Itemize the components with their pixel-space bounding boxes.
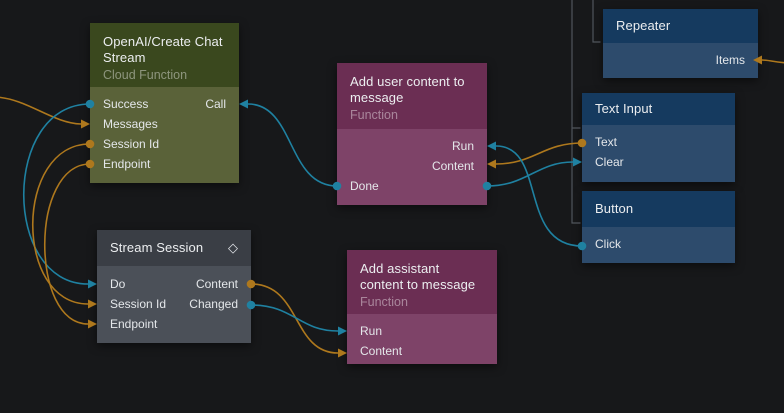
port-row[interactable]: Endpoint bbox=[97, 314, 251, 334]
port-row[interactable]: Do Content bbox=[97, 274, 251, 294]
arrowhead-assistant-run-icon bbox=[338, 326, 347, 336]
port-row[interactable]: Session Id Changed bbox=[97, 294, 251, 314]
arrowhead-do-icon bbox=[88, 279, 97, 289]
arrowhead-clear-icon bbox=[573, 157, 582, 167]
node-body: Success Call Messages Session Id Endpoin… bbox=[90, 87, 239, 183]
node-subtitle: Function bbox=[350, 108, 398, 122]
connection-offscreen-to-messages[interactable] bbox=[0, 96, 82, 125]
connection-success-to-do[interactable] bbox=[23, 103, 91, 285]
connection-endpoint-to-endpoint[interactable] bbox=[44, 163, 91, 325]
port-row[interactable]: Run bbox=[347, 321, 497, 341]
port-row[interactable]: Content bbox=[337, 156, 487, 176]
node-subtitle: Function bbox=[360, 295, 408, 309]
arrowhead-run-icon bbox=[487, 141, 496, 151]
port-clear[interactable]: Clear bbox=[595, 155, 624, 169]
node-header[interactable]: Text Input bbox=[582, 93, 735, 125]
node-header[interactable]: Repeater bbox=[603, 9, 758, 43]
port-row[interactable]: Text bbox=[582, 132, 735, 152]
port-row[interactable]: Messages bbox=[90, 114, 239, 134]
connection-streamcontent-to-content[interactable] bbox=[250, 283, 339, 354]
node-repeater[interactable]: Repeater Items bbox=[603, 9, 758, 78]
port-call[interactable]: Call bbox=[205, 97, 226, 111]
arrowhead-session-id-icon bbox=[88, 299, 97, 309]
node-title: Text Input bbox=[595, 101, 653, 116]
port-text[interactable]: Text bbox=[595, 135, 618, 149]
node-button[interactable]: Button Click bbox=[582, 191, 735, 263]
arrowhead-call-icon bbox=[239, 99, 248, 109]
port-items[interactable]: Items bbox=[715, 53, 745, 67]
port-session-id[interactable]: Session Id bbox=[110, 297, 167, 311]
port-run[interactable]: Run bbox=[451, 139, 474, 153]
port-do[interactable]: Do bbox=[110, 277, 126, 291]
node-title: Stream Session bbox=[110, 240, 204, 255]
port-row[interactable]: Items bbox=[603, 50, 758, 70]
node-header[interactable]: Add assistant content to message Functio… bbox=[347, 250, 497, 314]
port-content[interactable]: Content bbox=[195, 277, 238, 291]
port-session-id[interactable]: Session Id bbox=[103, 137, 160, 151]
hierarchy-line-repeater bbox=[592, 0, 601, 43]
node-title: Button bbox=[595, 201, 634, 216]
node-header[interactable]: Button bbox=[582, 191, 735, 227]
port-row[interactable]: Content bbox=[347, 341, 497, 361]
port-done[interactable]: Done bbox=[350, 179, 379, 193]
connection-done-to-call[interactable] bbox=[247, 103, 338, 187]
port-endpoint[interactable]: Endpoint bbox=[110, 317, 158, 331]
port-click[interactable]: Click bbox=[595, 237, 621, 251]
port-content[interactable]: Content bbox=[431, 159, 474, 173]
node-title: Add user content to message bbox=[350, 74, 465, 105]
port-messages[interactable]: Messages bbox=[103, 117, 158, 131]
node-title: Add assistant content to message bbox=[360, 261, 476, 292]
arrowhead-content-icon bbox=[487, 159, 496, 169]
node-header[interactable]: Stream Session ◇ bbox=[97, 230, 251, 266]
connection-sessionid-to-sessionid[interactable] bbox=[31, 143, 91, 305]
node-add-assistant-content-to-message[interactable]: Add assistant content to message Functio… bbox=[347, 250, 497, 364]
connection-done-to-clear[interactable] bbox=[486, 161, 574, 187]
node-body: Text Clear bbox=[582, 125, 735, 182]
node-title: OpenAI/Create Chat Stream bbox=[103, 34, 223, 65]
node-body: Run Content Done bbox=[337, 129, 487, 205]
connection-offscreen-to-items[interactable] bbox=[761, 59, 784, 64]
port-changed[interactable]: Changed bbox=[189, 297, 238, 311]
node-stream-session[interactable]: Stream Session ◇ Do Content Session Id C… bbox=[97, 230, 251, 343]
node-header[interactable]: OpenAI/Create Chat Stream Cloud Function bbox=[90, 23, 239, 87]
node-subtitle: Cloud Function bbox=[103, 68, 188, 82]
node-text-input[interactable]: Text Input Text Clear bbox=[582, 93, 735, 182]
port-row[interactable]: Endpoint bbox=[90, 154, 239, 174]
node-body: Items bbox=[603, 43, 758, 78]
port-content[interactable]: Content bbox=[360, 344, 403, 358]
arrowhead-assistant-content-icon bbox=[338, 348, 347, 358]
port-run[interactable]: Run bbox=[360, 324, 383, 338]
node-body: Do Content Session Id Changed Endpoint bbox=[97, 266, 251, 343]
node-add-user-content-to-message[interactable]: Add user content to message Function Run… bbox=[337, 63, 487, 205]
port-row[interactable]: Clear bbox=[582, 152, 735, 172]
node-openai-create-chat-stream[interactable]: OpenAI/Create Chat Stream Cloud Function… bbox=[90, 23, 239, 183]
port-row[interactable]: Run bbox=[337, 136, 487, 156]
port-row[interactable]: Click bbox=[582, 234, 735, 254]
port-row[interactable]: Done bbox=[337, 176, 487, 196]
hierarchy-line-text-input-button bbox=[571, 0, 581, 224]
node-body: Run Content bbox=[347, 314, 497, 364]
arrowhead-messages-icon bbox=[81, 119, 90, 129]
port-success[interactable]: Success bbox=[103, 97, 149, 111]
connection-click-to-run[interactable] bbox=[495, 145, 583, 247]
port-endpoint[interactable]: Endpoint bbox=[103, 157, 151, 171]
node-title: Repeater bbox=[616, 18, 671, 33]
arrowhead-endpoint-icon bbox=[88, 319, 97, 329]
diamond-icon: ◇ bbox=[228, 240, 238, 255]
connection-text-to-content[interactable] bbox=[495, 142, 583, 165]
port-row[interactable]: Success Call bbox=[90, 94, 239, 114]
node-body: Click bbox=[582, 227, 735, 263]
port-row[interactable]: Session Id bbox=[90, 134, 239, 154]
connection-changed-to-run[interactable] bbox=[250, 304, 339, 332]
node-header[interactable]: Add user content to message Function bbox=[337, 63, 487, 129]
